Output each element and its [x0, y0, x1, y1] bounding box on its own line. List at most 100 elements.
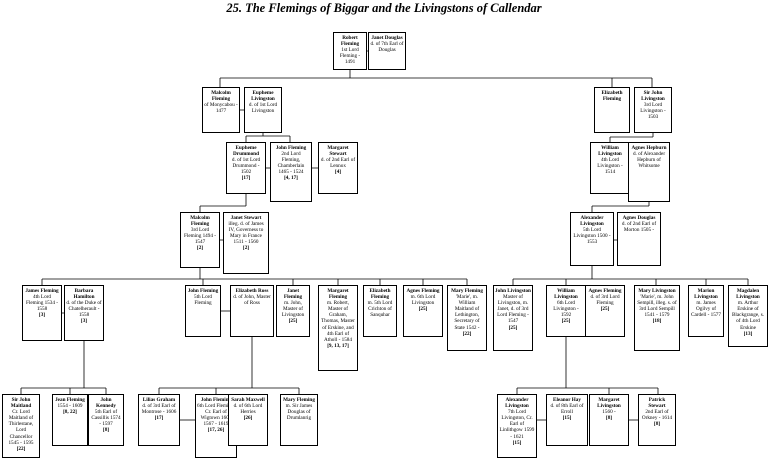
person-desc: d. of 1st Lord Drummond - 1502 — [231, 157, 261, 176]
diagram-title: 25. The Flemings of Biggar and the Livin… — [226, 1, 542, 15]
person-name: Malcolm Fleming — [211, 90, 231, 103]
person-name: Elizabeth Fleming — [601, 90, 623, 103]
person-desc: illeg. d. of James IV, Governess to Mary… — [228, 221, 264, 246]
person-desc: 2nd Lord Fleming, Chamberlain 1465 - 152… — [277, 151, 305, 176]
person-name: Mary Livingston — [638, 288, 676, 294]
person-name: James Fleming — [25, 288, 59, 294]
person-desc: Cr. Lord Maitland of Thirlestane, Lord C… — [8, 409, 34, 446]
person-name: Agnes Fleming — [406, 288, 440, 294]
person-desc: 4th Lord Fleming 1534 - 1558 — [26, 294, 58, 313]
person-desc: 2nd Earl of Orkney - 1614 — [641, 409, 673, 422]
person-refs: [8] — [605, 415, 613, 422]
person-refs: [25] — [561, 318, 571, 325]
person-desc: d. of 1st Lord Livingston — [248, 102, 278, 115]
person-desc: 7th Lord Livingston, Cr. Earl of Linlith… — [499, 409, 535, 440]
person-desc: 3rd Lord Livingston - 1503 — [640, 102, 666, 121]
person-name: Mary Fleming — [283, 397, 315, 403]
person-name: Mary Fleming — [451, 288, 483, 294]
person-desc: d. of 3rd Lord Fleming — [590, 294, 620, 307]
person-box-elizf: Elizabeth Fleming — [594, 87, 630, 133]
person-name: Eupheme Livingston — [251, 90, 275, 103]
person-name: John Livingston — [495, 288, 531, 294]
person-name: Janet Fleming — [283, 288, 303, 301]
person-name: Agnes Fleming — [588, 288, 622, 294]
person-refs: [8] — [653, 421, 661, 428]
person-name: John Fleming — [187, 288, 219, 294]
person-refs: [25] — [508, 324, 518, 331]
person-name: Barbara Hamilton — [73, 288, 95, 301]
person-desc: 1st Lord Fleming - 1491 — [339, 47, 361, 66]
person-box-maryl: Mary Livingston'Marie', m. John Sempill,… — [634, 285, 680, 351]
person-refs: [4, 17] — [284, 175, 298, 182]
person-refs: [8] — [102, 427, 110, 434]
person-refs: [9, 13, 17] — [327, 342, 349, 349]
person-name: Agnes Douglas — [622, 215, 656, 221]
person-name: Margaret Livingston — [597, 397, 621, 410]
person-name: Janet Douglas — [371, 35, 403, 41]
person-refs: [2] — [196, 245, 204, 252]
person-refs: [4] — [334, 169, 342, 176]
person-name: John Fleming — [200, 397, 232, 403]
person-name: Alexander Livingston — [580, 215, 604, 228]
person-refs: [22] — [462, 330, 472, 337]
person-name: Elizabeth Ross — [235, 288, 269, 294]
person-refs: [17] — [241, 175, 251, 182]
person-desc: m. Robert, Master of Graham, Thomas, Mas… — [321, 300, 355, 343]
person-name: Sir John Livingston — [641, 90, 665, 103]
person-desc: 'Marie', m. John Sempill, illeg. s. of 3… — [637, 294, 677, 319]
person-refs: [13] — [743, 330, 753, 337]
person-name: Patrick Stewart — [648, 397, 666, 410]
person-refs: [17, 26] — [207, 427, 225, 434]
person-name: Sarah Maxwell — [231, 397, 265, 403]
person-desc: d. of Alexander Hepburn of Whitsome — [632, 151, 666, 170]
person-desc: 1554 - 1609 — [57, 403, 83, 410]
person-name: Magdalen Livingston — [736, 288, 760, 301]
person-refs: [25] — [418, 306, 428, 313]
person-refs: [8, 22] — [63, 409, 77, 416]
person-desc: 6th Lord Fleming, Cr. Earl of Wigtown 16… — [197, 403, 235, 428]
person-desc: d. of John, Master of Ross — [233, 294, 271, 307]
person-name: Agnes Hepburn — [631, 145, 667, 151]
person-name: Janet Stewart — [230, 215, 262, 221]
person-desc: m. John, Master of Livingston — [281, 300, 305, 319]
person-name: Robert Fleming — [340, 35, 360, 48]
person-refs: [22] — [16, 445, 26, 452]
person-name: William Livingston — [554, 288, 578, 301]
person-desc: 1560 - — [602, 409, 616, 416]
person-name: Lilias Graham — [142, 397, 176, 403]
person-refs: [18] — [652, 318, 662, 325]
person-desc: 5th Lord Livingston 1500 - 1553 — [573, 227, 611, 246]
person-name: Eleanor Hay — [552, 397, 581, 403]
person-desc: 4th Lord Livingston - 1514 — [597, 157, 623, 176]
person-desc: 'Marie', m. William Maitland of Lethingt… — [454, 294, 480, 331]
person-refs: [25] — [288, 318, 298, 325]
person-desc: m. Arthur Erskine of Blackgrange, s. of … — [731, 300, 765, 331]
person-desc: m. James Ogilvy of Cardell - 1577 — [691, 300, 721, 319]
person-desc: 6th Lord Livingston - 1592 — [553, 300, 579, 319]
person-desc: 3rd Lord Fleming 1494 - 1547 — [184, 227, 216, 246]
person-desc: m. 6th Lord Livingston — [410, 294, 436, 307]
